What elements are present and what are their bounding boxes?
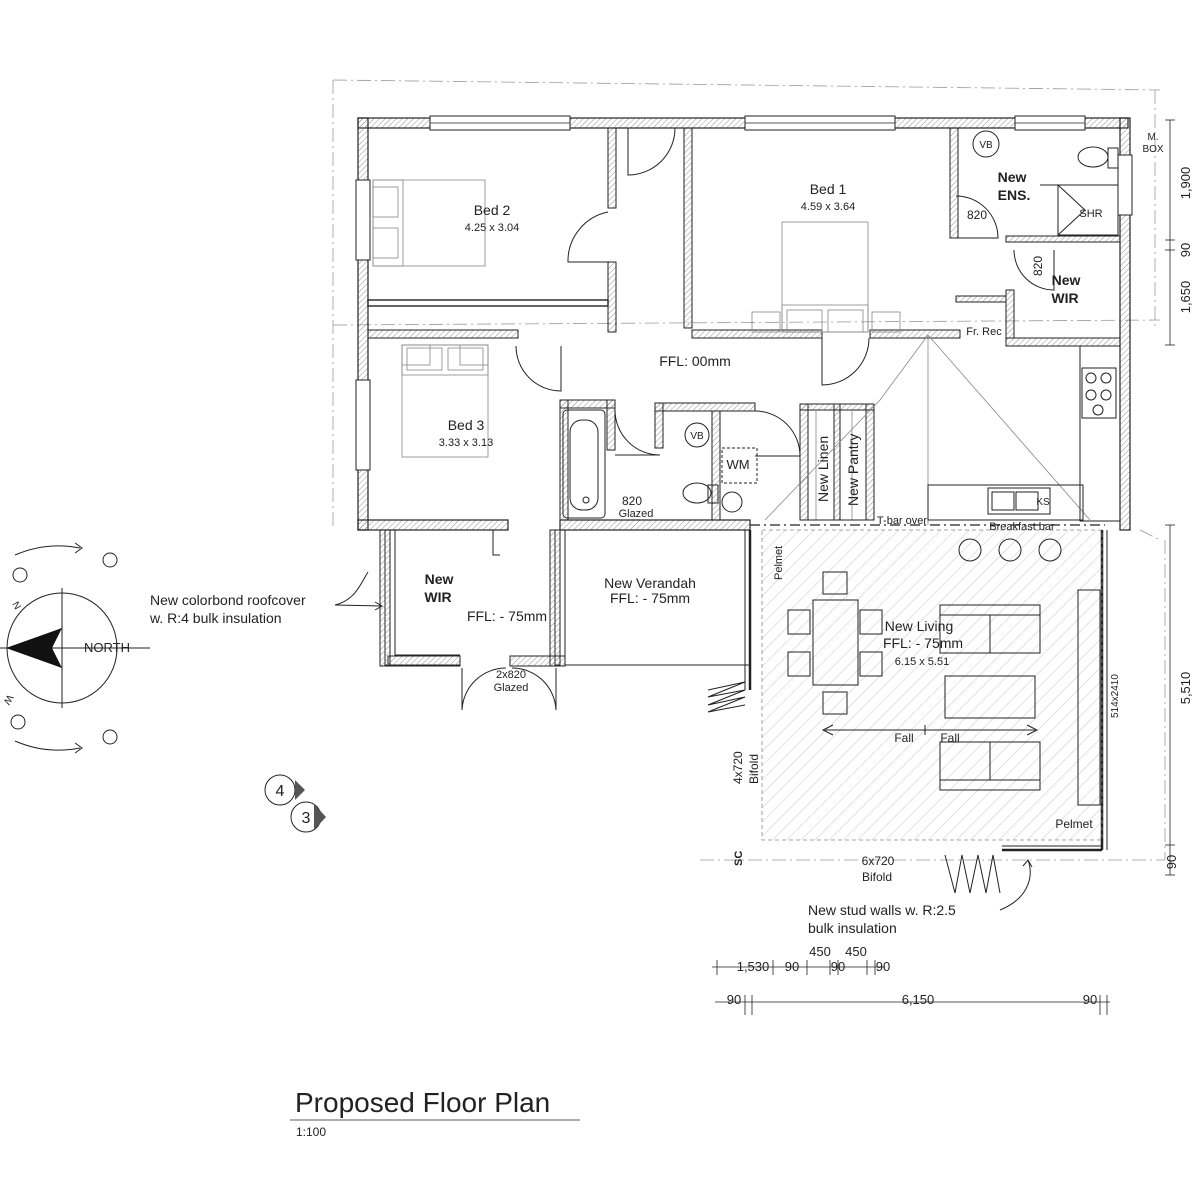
- fr-rec-label: Fr. Rec: [966, 326, 1002, 338]
- roof-note-line2: w. R:4 bulk insulation: [149, 610, 282, 626]
- dim-bottom-5: 450: [845, 944, 867, 959]
- vb1-label: VB: [979, 140, 993, 151]
- dim-bottom-row2-3: 90: [1083, 992, 1097, 1007]
- living-room: [707, 334, 1108, 894]
- living-size: 6.15 x 5.51: [895, 656, 949, 668]
- wm-label: WM: [726, 457, 749, 472]
- dim-bottom-1: 1,530: [737, 959, 770, 974]
- dimension-labels: 1,900 90 1,650 5,510 90 1,530 90 450 90 …: [727, 167, 1193, 1007]
- stud-note-line1: New stud walls w. R:2.5: [808, 902, 956, 918]
- fall-2: Fall: [940, 731, 959, 745]
- bed3-name: Bed 3: [448, 417, 485, 433]
- drawing-scale: 1:100: [296, 1125, 326, 1139]
- existing-walls: [357, 117, 1131, 531]
- leader-lines: [334, 571, 1033, 911]
- fall-1: Fall: [894, 731, 913, 745]
- door-2x820: 2x820: [496, 669, 526, 681]
- dim-right-1: 1,900: [1178, 167, 1193, 200]
- bifold-left-1: 4x720: [731, 751, 745, 784]
- wir-verandah-line1: New: [425, 571, 454, 587]
- pelmet-left: Pelmet: [773, 546, 785, 580]
- verandah-walls: [379, 529, 750, 667]
- living-line1: New Living: [885, 618, 953, 634]
- fixtures: [372, 130, 1119, 521]
- door-820-wir: 820: [1031, 256, 1045, 276]
- kitchen: [927, 345, 1121, 522]
- bed3-size: 3.33 x 3.13: [439, 437, 493, 449]
- roof-outline: [332, 79, 1166, 861]
- compass: [0, 542, 150, 754]
- dim-right-4: 5,510: [1178, 672, 1193, 705]
- dim-bottom-6: 90: [876, 959, 890, 974]
- tbar-label: T-bar over: [877, 515, 927, 527]
- compass-w: W: [0, 693, 15, 707]
- door-820-bath: 820: [622, 494, 642, 508]
- wir-verandah-line2: WIR: [424, 589, 451, 605]
- roof-note-line1: New colorbond roofcover: [150, 592, 306, 608]
- wir-ffl: FFL: - 75mm: [467, 608, 547, 624]
- dim-right-3: 1,650: [1178, 281, 1193, 314]
- bed2-name: Bed 2: [474, 202, 511, 218]
- ks-label: KS: [1036, 497, 1050, 508]
- dim-right-5: 90: [1164, 855, 1179, 869]
- section-4: 4: [276, 783, 285, 800]
- wir-master-line1: New: [1052, 272, 1081, 288]
- doors: [461, 127, 1055, 711]
- bifold-bottom-2: Bifold: [862, 870, 892, 884]
- section-3: 3: [302, 810, 311, 827]
- living-line2: FFL: - 75mm: [883, 635, 963, 651]
- dim-bottom-3: 450: [809, 944, 831, 959]
- glazed-2x820: Glazed: [494, 682, 529, 694]
- window-side: 514x2410: [1110, 674, 1121, 718]
- bifold-bottom-1: 6x720: [862, 854, 895, 868]
- shr-label: SHR: [1079, 208, 1102, 220]
- breakfast-bar-label: Breakfast bar: [989, 521, 1055, 533]
- linen-label: New Linen: [815, 436, 831, 502]
- verandah-line1: New Verandah: [604, 575, 696, 591]
- sun-icon: [10, 552, 118, 745]
- door-820-ens: 820: [967, 208, 987, 222]
- bifold-left-2: Bifold: [747, 754, 761, 784]
- dimensions-bottom: [712, 960, 1110, 1015]
- bed1-name: Bed 1: [810, 181, 847, 197]
- dim-right-2: 90: [1178, 243, 1193, 257]
- room-labels: Bed 2 4.25 x 3.04 Bed 1 4.59 x 3.64 Bed …: [424, 132, 1163, 668]
- windows: [355, 115, 1133, 471]
- drawing-title: Proposed Floor Plan: [295, 1087, 550, 1118]
- annotation-labels: 820 820 820 Glazed 2x820 Glazed T-bar ov…: [0, 208, 1121, 936]
- hall-ffl: FFL: 00mm: [659, 353, 731, 369]
- dim-bottom-2: 90: [785, 959, 799, 974]
- dim-bottom-4: 90: [831, 959, 845, 974]
- section-markers: [264, 774, 326, 833]
- m-box-line2: BOX: [1142, 144, 1163, 155]
- sc-label: SC: [733, 851, 745, 866]
- dimensions-right: [1165, 119, 1175, 876]
- glazed-bath: Glazed: [619, 508, 654, 520]
- wir-master-line2: WIR: [1051, 290, 1078, 306]
- north-label: NORTH: [84, 640, 130, 655]
- ensuite-line1: New: [998, 169, 1027, 185]
- verandah-line2: FFL: - 75mm: [610, 590, 690, 606]
- bed2-size: 4.25 x 3.04: [465, 222, 519, 234]
- m-box-line1: M.: [1147, 132, 1158, 143]
- vb2-label: VB: [690, 431, 704, 442]
- pelmet-right: Pelmet: [1055, 817, 1093, 831]
- title-block: Proposed Floor Plan 1:100: [295, 1087, 550, 1139]
- compass-n: N: [9, 600, 22, 612]
- dim-bottom-row2-1: 90: [727, 992, 741, 1007]
- ensuite-line2: ENS.: [998, 187, 1031, 203]
- dim-bottom-row2-2: 6,150: [902, 992, 935, 1007]
- stud-note-line2: bulk insulation: [808, 920, 897, 936]
- pantry-label: New Pantry: [845, 434, 861, 506]
- bed1-size: 4.59 x 3.64: [801, 201, 855, 213]
